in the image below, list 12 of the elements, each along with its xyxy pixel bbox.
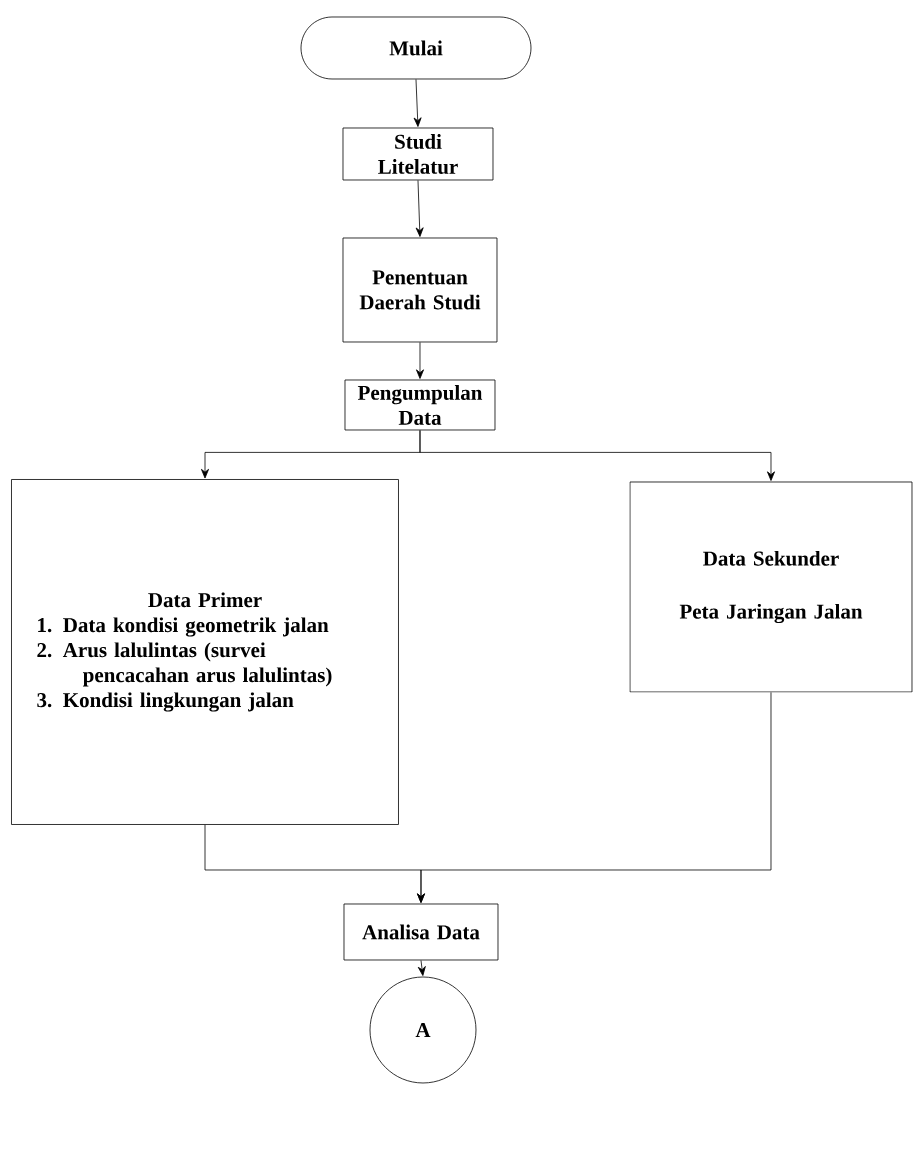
process-box: Studi Litelatur bbox=[342, 127, 494, 181]
arrow bbox=[417, 960, 426, 976]
process-box: Penentuan Daerah Studi bbox=[342, 237, 498, 343]
arrow bbox=[419, 430, 775, 481]
arrow bbox=[415, 180, 424, 237]
process-box: Data Sekunder Peta Jaringan Jalan bbox=[629, 481, 913, 693]
process-box: Analisa Data bbox=[343, 903, 499, 961]
process-box: Pengumpulan Data bbox=[344, 379, 496, 431]
arrow bbox=[416, 342, 424, 379]
process-box: Data Primer 1. Data kondisi geometrik jalan 2. Arus lalulintas (survei pencacahan arus lalulintas) 3. Kondisi lingkungan jalan bbox=[11, 479, 399, 825]
arrow bbox=[413, 79, 422, 127]
arrow bbox=[417, 692, 772, 903]
